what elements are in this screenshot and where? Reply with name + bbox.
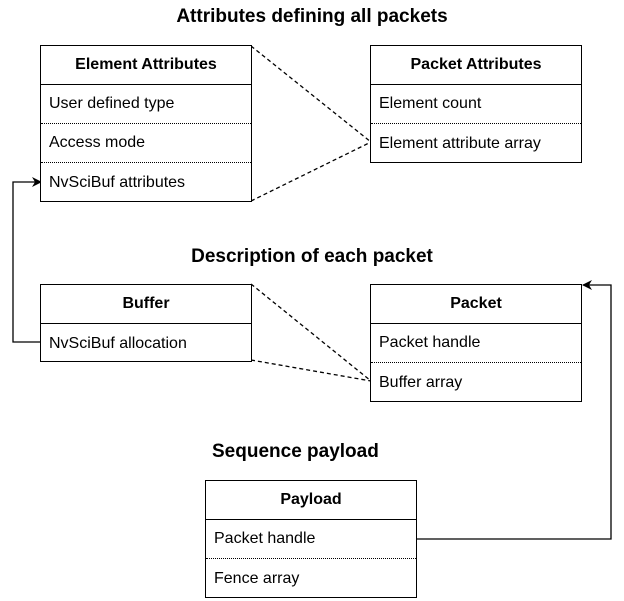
payload-title: Payload — [206, 481, 416, 520]
dashed-link-bottom — [250, 141, 372, 202]
packet-row: Packet handle — [371, 324, 581, 363]
buffer-title: Buffer — [41, 285, 251, 324]
element-attribute-row: Access mode — [41, 124, 251, 163]
element-attribute-row: NvSciBuf attributes — [49, 173, 186, 191]
dashed-link-top — [250, 45, 372, 143]
payload-row: Packet handle — [206, 520, 416, 559]
buffer-box: Buffer NvSciBuf allocation — [40, 284, 252, 362]
payload-to-packet-arrow — [416, 280, 612, 540]
payload-row: Fence array — [214, 569, 300, 587]
heading-description-each-packet: Description of each packet — [191, 246, 433, 267]
payload-box: Payload Packet handle Fence array — [205, 480, 417, 598]
element-attributes-title: Element Attributes — [41, 46, 251, 85]
packet-row: Buffer array — [379, 373, 463, 391]
packet-box: Packet Packet handle Buffer array — [370, 284, 582, 402]
element-attributes-box: Element Attributes User defined type Acc… — [40, 45, 252, 202]
heading-sequence-payload: Sequence payload — [212, 441, 379, 462]
dashed-link-buffer-top — [250, 283, 372, 382]
packet-attributes-box: Packet Attributes Element count Element … — [370, 45, 582, 163]
packet-attribute-row: Element count — [371, 85, 581, 124]
packet-title: Packet — [371, 285, 581, 324]
dashed-link-buffer-bottom — [250, 359, 372, 382]
packet-attributes-title: Packet Attributes — [371, 46, 581, 85]
element-attribute-row: User defined type — [41, 85, 251, 124]
buffer-row: NvSciBuf allocation — [49, 334, 187, 352]
allocation-to-attributes-arrow — [12, 177, 42, 343]
packet-attribute-row: Element attribute array — [379, 134, 541, 152]
heading-attributes-all-packets: Attributes defining all packets — [176, 6, 448, 27]
